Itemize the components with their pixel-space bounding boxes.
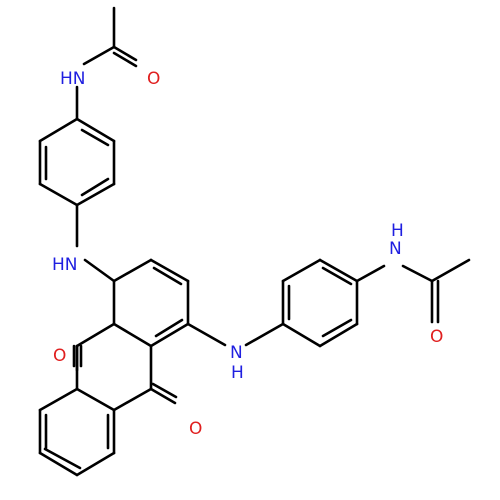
- bond-line: [154, 318, 184, 338]
- bond-line: [318, 322, 359, 348]
- bond-line: [75, 451, 116, 477]
- bond-line: [355, 264, 386, 283]
- bond-line: [112, 322, 153, 348]
- bond-line: [244, 322, 285, 347]
- bond-line: [186, 322, 227, 347]
- bond-line: [112, 45, 138, 62]
- bond-line: [38, 451, 79, 477]
- bond-line: [281, 322, 322, 348]
- bond-line: [281, 258, 322, 283]
- bond-line: [112, 387, 153, 412]
- bond-line: [80, 177, 110, 197]
- bond-line: [152, 266, 183, 286]
- bond-line: [75, 182, 116, 207]
- bond-line: [75, 117, 116, 143]
- bond-line: [149, 322, 190, 348]
- bond-line: [38, 117, 79, 143]
- amine-nh-lower-h-label: H: [231, 363, 244, 383]
- bond-line: [318, 258, 359, 283]
- bond-line: [149, 387, 177, 405]
- amide-o-top-label: O: [147, 69, 160, 89]
- bond-line: [43, 447, 82, 470]
- bond-line: [112, 51, 138, 68]
- bond-line: [38, 387, 79, 412]
- bond-line: [83, 258, 116, 283]
- bond-line: [75, 322, 116, 348]
- atom-label-layer: HN O HN N H O N H O O: [52, 69, 443, 439]
- amide-o-right-label: O: [430, 327, 443, 347]
- quinone-o-right-label: O: [189, 419, 202, 439]
- bond-line: [112, 258, 153, 283]
- amine-nh-lower-n-label: N: [230, 343, 243, 363]
- bond-line: [321, 318, 353, 338]
- bond-line: [80, 128, 110, 147]
- amide-nh-right-n-label: N: [389, 239, 402, 259]
- bond-line: [430, 258, 471, 283]
- amide-nh-top-label: HN: [60, 69, 86, 89]
- bond-line: [151, 382, 178, 399]
- bond-line: [82, 45, 116, 66]
- amide-nh-right-h-label: H: [391, 221, 404, 241]
- amine-nh-upper-label: HN: [52, 255, 78, 275]
- bond-layer: [38, 6, 471, 477]
- bond-line: [149, 258, 190, 283]
- bond-line: [321, 266, 353, 286]
- bond-line: [75, 387, 116, 412]
- quinone-o-left-label: O: [53, 346, 66, 366]
- bond-line: [401, 264, 434, 283]
- bond-line: [38, 182, 79, 207]
